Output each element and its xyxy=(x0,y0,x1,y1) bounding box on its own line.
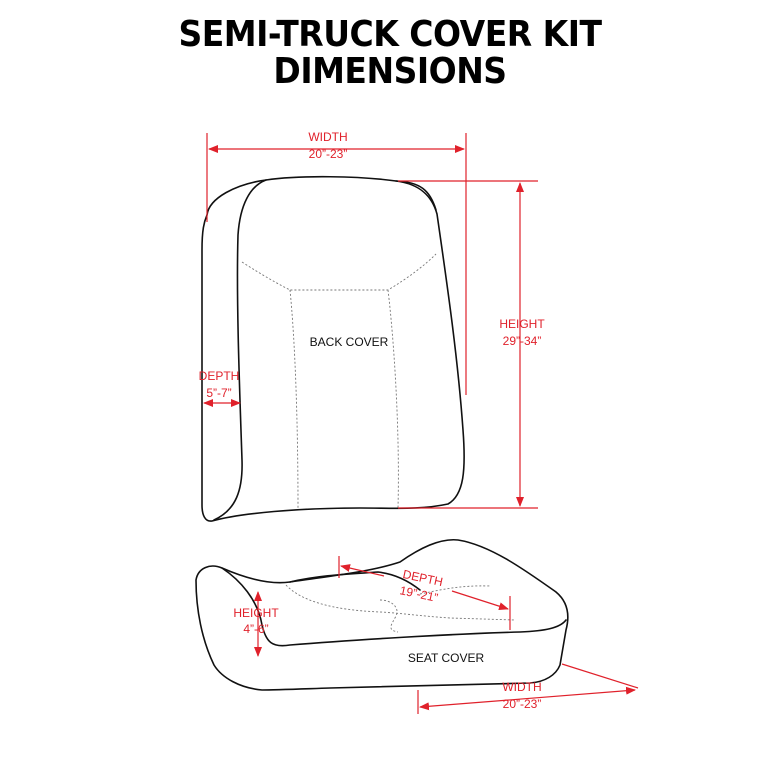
back-height-dimension: HEIGHT 29”-34” xyxy=(398,180,545,509)
back-cover-seam-left xyxy=(289,289,299,509)
back-width-value: 20”-23” xyxy=(309,147,348,161)
back-height-label: HEIGHT xyxy=(499,317,545,331)
seat-cover-label: SEAT COVER xyxy=(408,651,485,665)
seat-height-value: 4”-6” xyxy=(243,622,268,636)
back-height-value: 29”-34” xyxy=(503,334,542,348)
seat-width-label: WIDTH xyxy=(502,680,541,694)
back-cover-drawing xyxy=(201,175,465,522)
seat-width-value: 20”-23” xyxy=(503,697,542,711)
seat-width-dimension: WIDTH 20”-23” xyxy=(417,663,639,714)
back-cover-label: BACK COVER xyxy=(310,335,389,349)
seat-height-dimension: HEIGHT 4”-6” xyxy=(233,591,279,657)
back-depth-label: DEPTH xyxy=(199,369,240,383)
back-depth-dimension: DEPTH 5”-7” xyxy=(199,369,241,407)
seat-cover-seam-1 xyxy=(285,584,516,621)
back-depth-value: 5”-7” xyxy=(206,386,231,400)
back-cover-side-panel xyxy=(213,179,267,521)
back-cover-seam-right xyxy=(387,289,399,509)
seat-cover-seam-2 xyxy=(379,599,399,633)
title-line-1: SEMI-TRUCK COVER KIT xyxy=(178,12,603,55)
title-line-2: DIMENSIONS xyxy=(273,49,507,92)
seat-cover-seam-3 xyxy=(419,585,491,595)
back-cover-outline xyxy=(201,175,465,522)
back-cover-rear-edge xyxy=(395,180,437,211)
back-width-dimension: WIDTH 20”-23” xyxy=(206,130,467,395)
seat-cover-bolster xyxy=(289,571,421,591)
back-cover-seam-top xyxy=(241,253,437,291)
seat-height-label: HEIGHT xyxy=(233,606,279,620)
seat-cover-drawing xyxy=(195,538,569,691)
back-width-label: WIDTH xyxy=(308,130,347,144)
